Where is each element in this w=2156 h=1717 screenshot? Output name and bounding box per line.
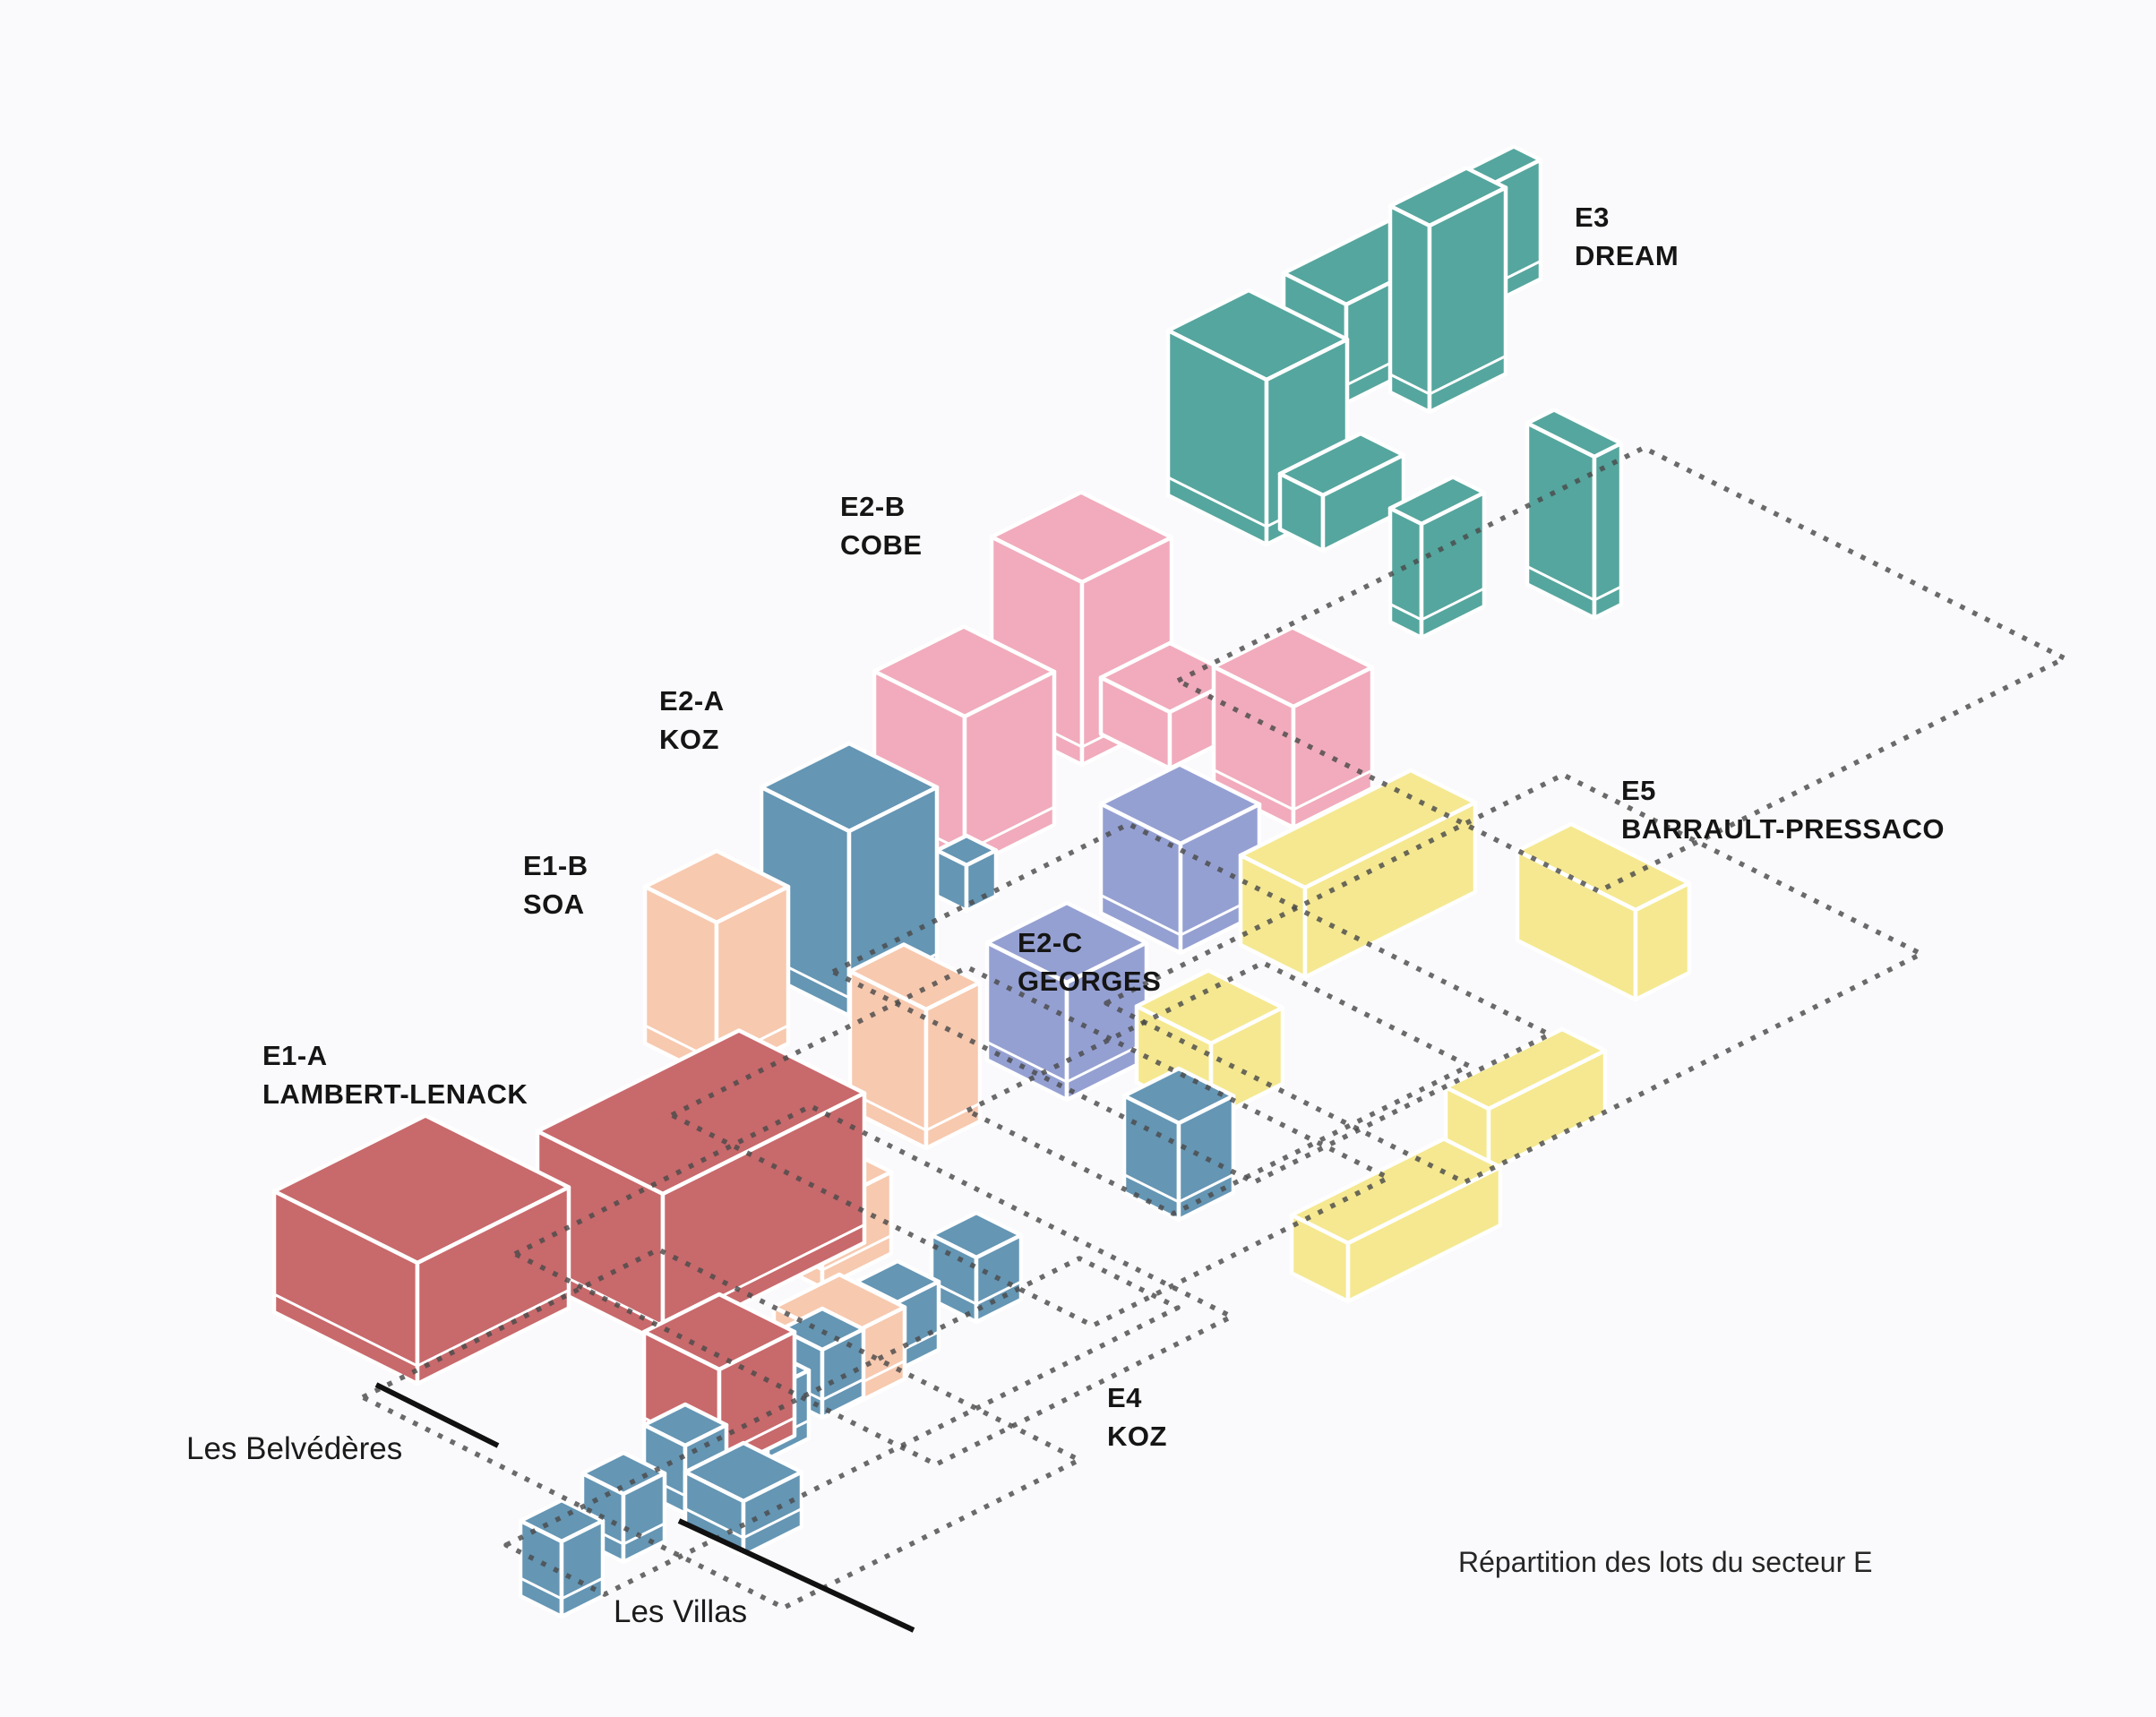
street-label-villas: Les Villas <box>614 1594 748 1629</box>
building-E3 <box>1387 475 1487 640</box>
building-E3 <box>1525 408 1624 621</box>
diagram-caption: Répartition des lots du secteur E <box>1458 1546 1873 1578</box>
lot-label-E1-A: E1-A LAMBERT-LENACK <box>262 1040 528 1110</box>
building-E4 <box>580 1450 667 1565</box>
building-E2-B <box>1211 625 1375 830</box>
building-E4 <box>518 1498 606 1619</box>
lot-boundary-E3 <box>1175 445 2067 894</box>
lot-label-E2-B: E2-B COBE <box>840 491 923 561</box>
building-E4 <box>929 1210 1024 1325</box>
building-E1-B <box>847 942 983 1151</box>
building-E1-A <box>641 1292 797 1476</box>
building-E2-A <box>934 833 999 914</box>
lot-label-E2-A: E2-A KOZ <box>659 685 725 755</box>
lot-label-E3: E3 DREAM <box>1575 202 1679 271</box>
building-E5 <box>1515 821 1692 1002</box>
building-E2-C <box>1098 762 1262 956</box>
lot-boundary-E5 <box>1104 772 1924 1185</box>
lot-label-E1-B: E1-B SOA <box>523 850 588 920</box>
street-line-belvederes <box>374 1382 500 1448</box>
lot-label-E4: E4 KOZ <box>1107 1382 1167 1452</box>
building-E3 <box>1387 166 1508 415</box>
building-E3 <box>1277 431 1406 554</box>
street-line-villas <box>677 1518 915 1633</box>
lot-boundary-E4 <box>503 1256 1181 1597</box>
lot-label-E2-C: E2-C GEORGES <box>1018 927 1162 997</box>
building-E4 <box>1121 1066 1236 1223</box>
street-label-belvederes: Les Belvédères <box>186 1431 403 1466</box>
building-E4 <box>683 1440 804 1558</box>
lot-label-E5: E5 BARRAULT-PRESSACO <box>1621 775 1945 845</box>
building-E2-C <box>984 900 1149 1103</box>
building-E1-A <box>271 1113 571 1386</box>
building-E5 <box>1289 1137 1503 1304</box>
